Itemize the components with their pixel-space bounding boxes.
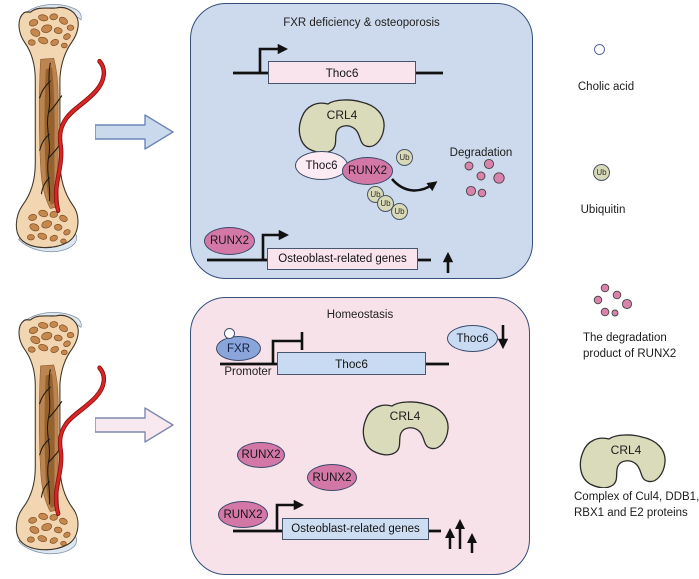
thoc6-protein-ellipse: Thoc6 [447, 325, 498, 352]
ubiquitin-free-icon: Ub [396, 149, 413, 166]
ubiquitin-chain-icon: Ub [377, 195, 394, 212]
promoter-label: Promoter [224, 366, 272, 378]
thoc6-protein-ellipse: Thoc6 [295, 151, 348, 180]
crl4-legend-label: Complex of Cul4, DDB1, RBX1 and E2 prote… [574, 490, 699, 522]
degradation-product-legend-label: The degradation product of RUNX2 [583, 331, 698, 363]
osteoblast-genes-box: Osteoblast-related genes [282, 518, 429, 540]
crl4-complex-line1: Complex of Cul4, DDB1, [574, 491, 699, 503]
crl4-complex-line2: RBX1 and E2 proteins [574, 506, 688, 519]
degradation-product-line1: The degradation [583, 332, 667, 344]
transition-arrow-icon-top [95, 114, 174, 150]
runx2-complex-ellipse: RUNX2 [342, 157, 393, 185]
runx2-ellipse: RUNX2 [218, 501, 268, 528]
panel-top-title: FXR deficiency & osteoporosis [283, 17, 440, 29]
cholic-acid-icon [224, 328, 235, 339]
panel-homeostasis: Homeostasis FXR Promoter Thoc6 Thoc6 CRL… [190, 297, 530, 575]
transition-arrow-icon-bottom [95, 407, 174, 443]
degradation-dots [464, 158, 505, 198]
panel-fxr-deficiency: FXR deficiency & osteoporosis Thoc6 CRL4… [190, 3, 533, 279]
runx2-ellipse: RUNX2 [307, 464, 357, 491]
degradation-product-line2: product of RUNX2 [583, 347, 677, 360]
crl4-label: CRL4 [326, 108, 358, 122]
osteoblast-genes-box: Osteoblast-related genes [267, 248, 418, 270]
cholic-acid-legend-icon [594, 44, 605, 55]
ubiquitin-legend-label: Ubiquitin [580, 204, 626, 216]
crl4-label: CRL4 [389, 409, 421, 423]
degradation-product-legend-icon [593, 283, 633, 317]
panel-bottom-title: Homeostasis [326, 309, 394, 321]
crl4-legend-symbol-label: CRL4 [610, 443, 642, 457]
ubiquitin-legend-icon: Ub [593, 164, 610, 181]
runx2-ellipse: RUNX2 [237, 442, 285, 468]
cholic-acid-legend-label: Cholic acid [577, 81, 635, 93]
degradation-label: Degradation [449, 147, 513, 159]
ubiquitin-chain-icon: Ub [391, 203, 408, 220]
thoc6-gene-box: Thoc6 [277, 352, 426, 375]
runx2-tf-ellipse: RUNX2 [204, 227, 255, 255]
fxr-ellipse: FXR [216, 336, 261, 361]
thoc6-gene-box: Thoc6 [268, 61, 416, 84]
